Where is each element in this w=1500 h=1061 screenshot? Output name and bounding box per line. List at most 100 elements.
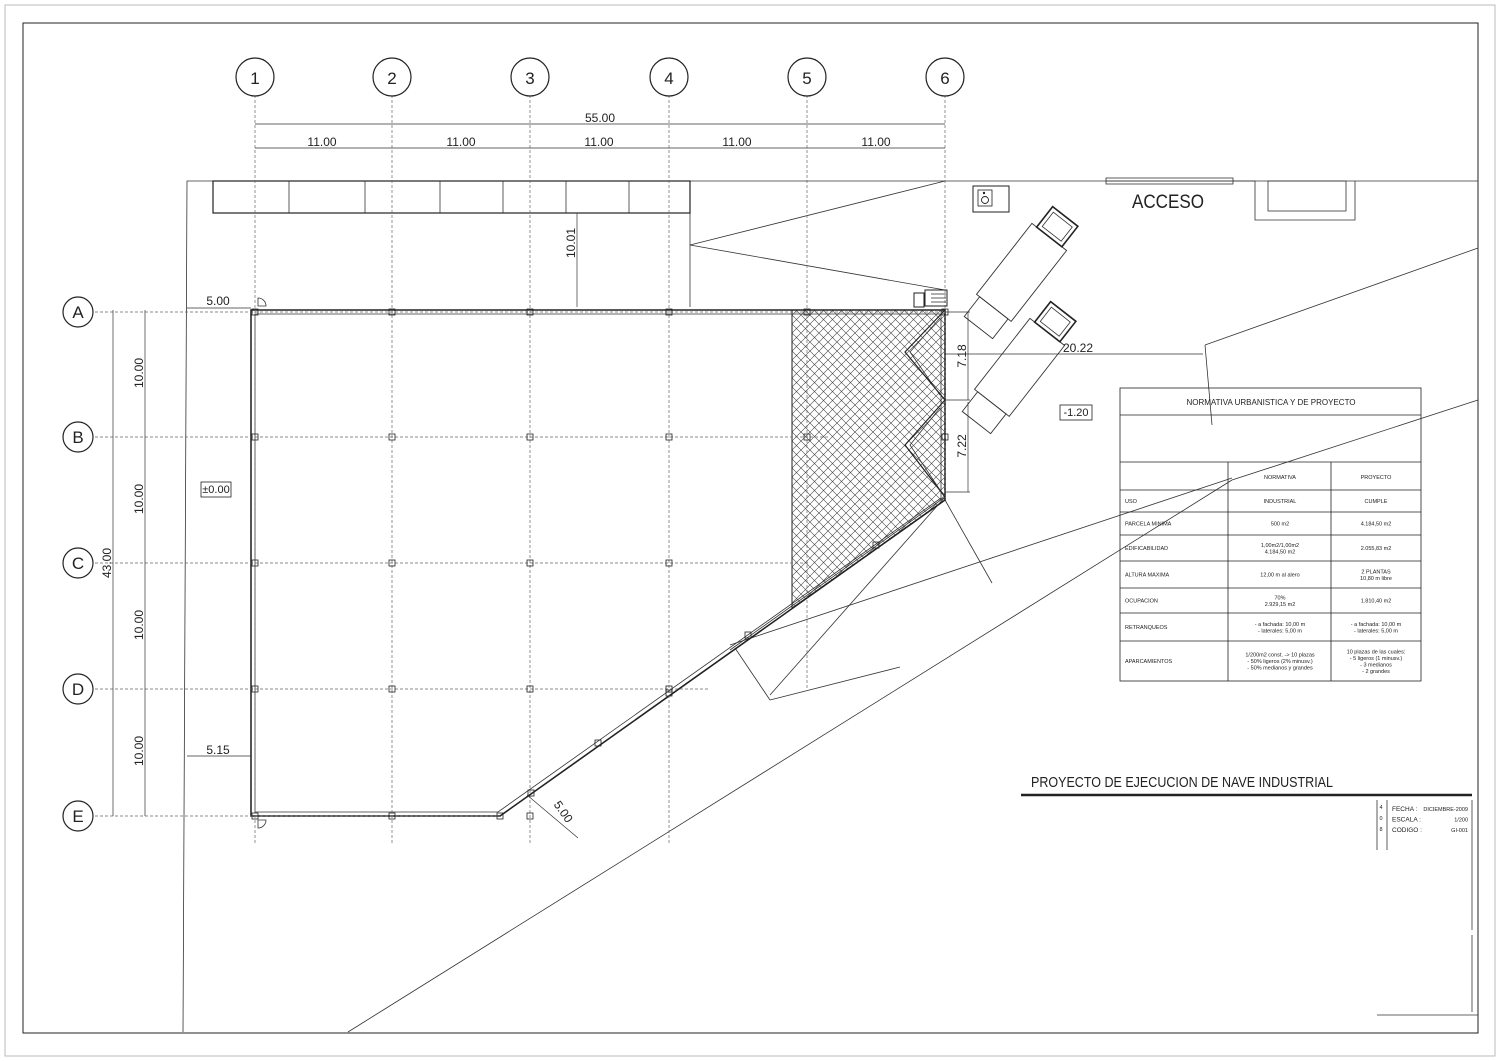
grid-row-label: A bbox=[72, 303, 84, 322]
dim-total-depth: 43.00 bbox=[100, 548, 114, 578]
column-marker bbox=[526, 685, 534, 693]
title-block-field-label: FECHA : bbox=[1392, 806, 1417, 813]
dim-bay-4: 11.00 bbox=[722, 135, 751, 149]
ramp-dimensions: 7.18 7.22 20.22 bbox=[945, 311, 1203, 493]
title-block-side-char: 4 bbox=[1379, 805, 1382, 811]
grid-col-label: 3 bbox=[525, 69, 534, 88]
column-marker bbox=[665, 308, 673, 316]
drawing-title: PROYECTO DE EJECUCION DE NAVE INDUSTRIAL bbox=[1031, 774, 1333, 791]
dim-row-span-4: 10.00 bbox=[132, 736, 146, 766]
normativa-table: NORMATIVA URBANISTICA Y DE PROYECTO NORM… bbox=[1119, 387, 1422, 682]
grid-bubble-row-A: A bbox=[62, 296, 94, 328]
normativa-row-label: USO bbox=[1125, 499, 1138, 505]
normativa-row-label: EDIFICABILIDAD bbox=[1125, 546, 1168, 552]
dim-row-span-1: 10.00 bbox=[132, 358, 146, 388]
column-marker bbox=[251, 308, 259, 316]
dim-access-distance: 20.22 bbox=[1063, 341, 1093, 355]
column-marker bbox=[526, 308, 534, 316]
normativa-cell-proyecto: - laterales: 5,00 m bbox=[1354, 628, 1398, 634]
grid-row-label: C bbox=[72, 554, 84, 573]
grid-row-label: E bbox=[72, 807, 83, 826]
dim-diag-width: 5.00 bbox=[551, 798, 576, 825]
normativa-title: NORMATIVA URBANISTICA Y DE PROYECTO bbox=[1186, 398, 1355, 407]
dim-left-setback-top: 5.00 bbox=[206, 294, 230, 308]
column-marker bbox=[803, 433, 811, 441]
dim-left-setback-bottom: 5.15 bbox=[206, 743, 230, 757]
normativa-cell-normativa: 500 m2 bbox=[1271, 522, 1289, 528]
normativa-cell-proyecto: - a fachada: 10,00 m bbox=[1351, 622, 1402, 628]
normativa-cell-proyecto: 2 PLANTAS bbox=[1361, 569, 1391, 575]
normativa-cell-proyecto: 2.055,83 m2 bbox=[1361, 546, 1392, 552]
normativa-cell-proyecto: - 3 medianos bbox=[1360, 662, 1392, 668]
title-block-field-value: DICIEMBRE-2009 bbox=[1423, 807, 1468, 813]
column-marker bbox=[388, 308, 396, 316]
normativa-cell-proyecto: - 5 ligeros (1 minusv.) bbox=[1350, 656, 1403, 662]
column-marker bbox=[665, 433, 673, 441]
column-marker bbox=[251, 812, 259, 820]
access-label: ACCESO bbox=[1132, 192, 1204, 213]
grid-bubble-col-1: 1 bbox=[235, 57, 275, 97]
column-marker bbox=[665, 685, 673, 693]
office-hatched-area bbox=[791, 309, 946, 609]
truck-1 bbox=[963, 205, 1079, 340]
normativa-cell-proyecto: - 2 grandes bbox=[1362, 669, 1390, 675]
column-marker bbox=[872, 541, 880, 549]
normativa-row-label: OCUPACION bbox=[1125, 599, 1158, 605]
title-block-field-label: ESCALA : bbox=[1392, 817, 1421, 824]
column-marker bbox=[251, 685, 259, 693]
dim-bay-5: 11.00 bbox=[861, 135, 890, 149]
normativa-cell-proyecto: CUMPLE bbox=[1365, 499, 1388, 505]
normativa-row-label: APARCAMIENTOS bbox=[1125, 659, 1172, 665]
grid-row-label: B bbox=[72, 428, 83, 447]
column-marker bbox=[665, 559, 673, 567]
loading-ramps bbox=[904, 289, 948, 498]
truck-2 bbox=[961, 300, 1077, 435]
sheet-outer-border bbox=[4, 4, 1496, 1057]
parking-strip bbox=[212, 180, 691, 214]
level-interior: ±0.00 bbox=[202, 484, 229, 496]
level-box-exterior bbox=[1059, 404, 1093, 421]
column-marker bbox=[941, 433, 949, 441]
grid-col-label: 2 bbox=[387, 69, 396, 88]
title-block-side-char: 0 bbox=[1379, 816, 1382, 822]
grid-col-label: 5 bbox=[802, 69, 811, 88]
wheelchair-icon bbox=[972, 185, 1010, 213]
grid-bubble-row-E: E bbox=[62, 800, 94, 832]
dim-row-span-2: 10.00 bbox=[132, 484, 146, 514]
normativa-cell-normativa: - 50% ligeros (2% minusv.) bbox=[1247, 659, 1312, 665]
grid-bubble-row-C: C bbox=[62, 547, 94, 579]
column-marker bbox=[744, 631, 752, 639]
column-marker bbox=[251, 433, 259, 441]
grid-bubble-col-6: 6 bbox=[925, 57, 965, 97]
normativa-cell-proyecto: 4.184,50 m2 bbox=[1361, 522, 1392, 528]
normativa-header-norm: NORMATIVA bbox=[1264, 475, 1296, 481]
normativa-cell-normativa: - a fachada: 10,00 m bbox=[1255, 622, 1306, 628]
normativa-cell-normativa: 12,00 m al alero bbox=[1260, 573, 1299, 579]
grid-bubble-col-4: 4 bbox=[649, 57, 689, 97]
top-dimensions: 55.00 11.00 11.00 11.00 11.00 11.00 bbox=[255, 111, 945, 149]
normativa-header-proy: PROYECTO bbox=[1361, 475, 1392, 481]
grid-col-label: 6 bbox=[940, 69, 949, 88]
grid-col-label: 1 bbox=[250, 69, 259, 88]
grid-col-label: 4 bbox=[664, 69, 673, 88]
normativa-cell-proyecto: 10 plazas de las cuales: bbox=[1347, 649, 1406, 655]
column-marker bbox=[526, 433, 534, 441]
title-block-field-value: 1/200 bbox=[1454, 818, 1468, 824]
column-marker bbox=[388, 559, 396, 567]
dim-total-width: 55.00 bbox=[585, 111, 615, 125]
normativa-cell-normativa: 1,00m2/1,00m2 bbox=[1261, 543, 1299, 549]
normativa-cell-proyecto: 1.810,40 m2 bbox=[1361, 599, 1392, 605]
normativa-cell-normativa: 4.184,50 m2 bbox=[1265, 549, 1296, 555]
dim-bay-2: 11.00 bbox=[446, 135, 475, 149]
site-boundary bbox=[182, 177, 1479, 1033]
title-block-field-label: CODIGO : bbox=[1392, 827, 1422, 834]
normativa-cell-normativa: 2.929,15 m2 bbox=[1265, 602, 1296, 608]
left-dimensions: 43.00 10.00 10.00 10.00 10.00 5.00 5.15 … bbox=[100, 213, 579, 839]
column-marker bbox=[251, 559, 259, 567]
column-marker bbox=[665, 689, 673, 697]
grid-bubble-row-D: D bbox=[62, 673, 94, 705]
normativa-cell-normativa: 1/200m2 const. -> 10 plazas bbox=[1245, 653, 1314, 659]
column-marker bbox=[803, 308, 811, 316]
